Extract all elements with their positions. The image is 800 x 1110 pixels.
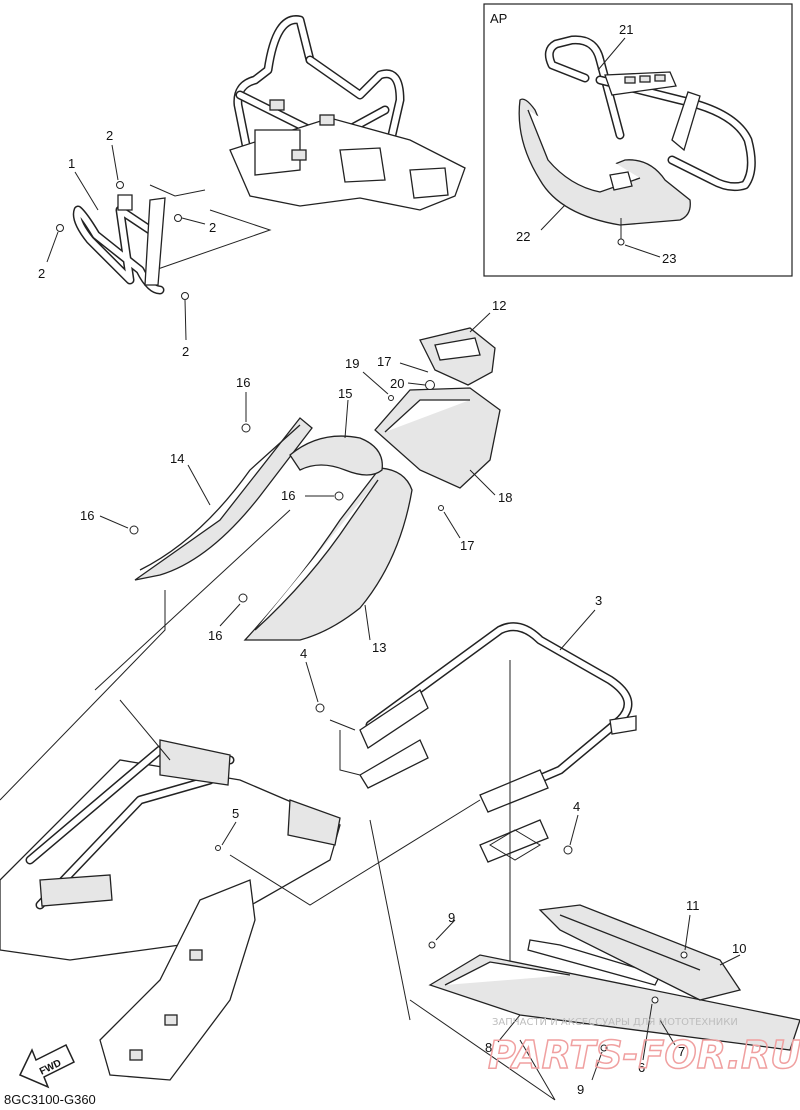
- upper-frame-assembly: [149, 15, 466, 271]
- callout-23: 23: [662, 251, 676, 266]
- callout-18: 18: [498, 490, 512, 505]
- callout-21: 21: [619, 22, 633, 37]
- callout-22: 22: [516, 229, 530, 244]
- callout-16: 16: [208, 628, 222, 643]
- callout-9: 9: [448, 910, 455, 925]
- callout-4: 4: [573, 799, 580, 814]
- callout-2: 2: [106, 128, 113, 143]
- callout-9: 9: [577, 1082, 584, 1097]
- callout-12: 12: [492, 298, 506, 313]
- callout-13: 13: [372, 640, 386, 655]
- callout-2: 2: [209, 220, 216, 235]
- rear-rack-part-3: [305, 609, 637, 1010]
- callout-17: 17: [377, 354, 391, 369]
- callout-2: 2: [182, 344, 189, 359]
- callout-15: 15: [338, 386, 352, 401]
- callout-11: 11: [686, 898, 700, 913]
- callout-4: 4: [300, 646, 307, 661]
- callout-10: 10: [732, 941, 746, 956]
- fwd-arrow-icon: FWD: [18, 1043, 75, 1089]
- callout-16: 16: [236, 375, 250, 390]
- callout-19: 19: [345, 356, 359, 371]
- callout-16: 16: [281, 488, 295, 503]
- ap-inset: AP: [483, 3, 793, 277]
- watermark-logo: PARTS-FOR.RU: [488, 1033, 800, 1077]
- callout-14: 14: [170, 451, 184, 466]
- rear-cover-parts: [362, 312, 501, 539]
- callout-labels: 1 2 2 2 2 3 4 4 5 6 7 8 9 9 10 11 12 13 …: [38, 22, 746, 1097]
- callout-3: 3: [595, 593, 602, 608]
- rear-frame-assembly: [0, 509, 481, 1081]
- watermark: ЗАПЧАСТИ И АКСЕССУАРЫ ДЛЯ МОТОТЕХНИКИ PA…: [487, 1017, 800, 1078]
- figure-code: 8GC3100-G360: [4, 1092, 96, 1107]
- callout-17: 17: [460, 538, 474, 553]
- front-rack-part-1: [46, 144, 206, 341]
- callout-5: 5: [232, 806, 239, 821]
- callout-1: 1: [68, 156, 75, 171]
- callout-7: 7: [678, 1044, 685, 1059]
- side-covers: [99, 392, 413, 641]
- callout-16: 16: [80, 508, 94, 523]
- callout-20: 20: [390, 376, 404, 391]
- callout-6: 6: [638, 1060, 645, 1075]
- floor-guard-parts: [369, 819, 800, 1101]
- callout-8: 8: [485, 1040, 492, 1055]
- callout-2: 2: [38, 266, 45, 281]
- watermark-text: ЗАПЧАСТИ И АКСЕССУАРЫ ДЛЯ МОТОТЕХНИКИ: [492, 1017, 738, 1028]
- inset-title: AP: [490, 11, 507, 26]
